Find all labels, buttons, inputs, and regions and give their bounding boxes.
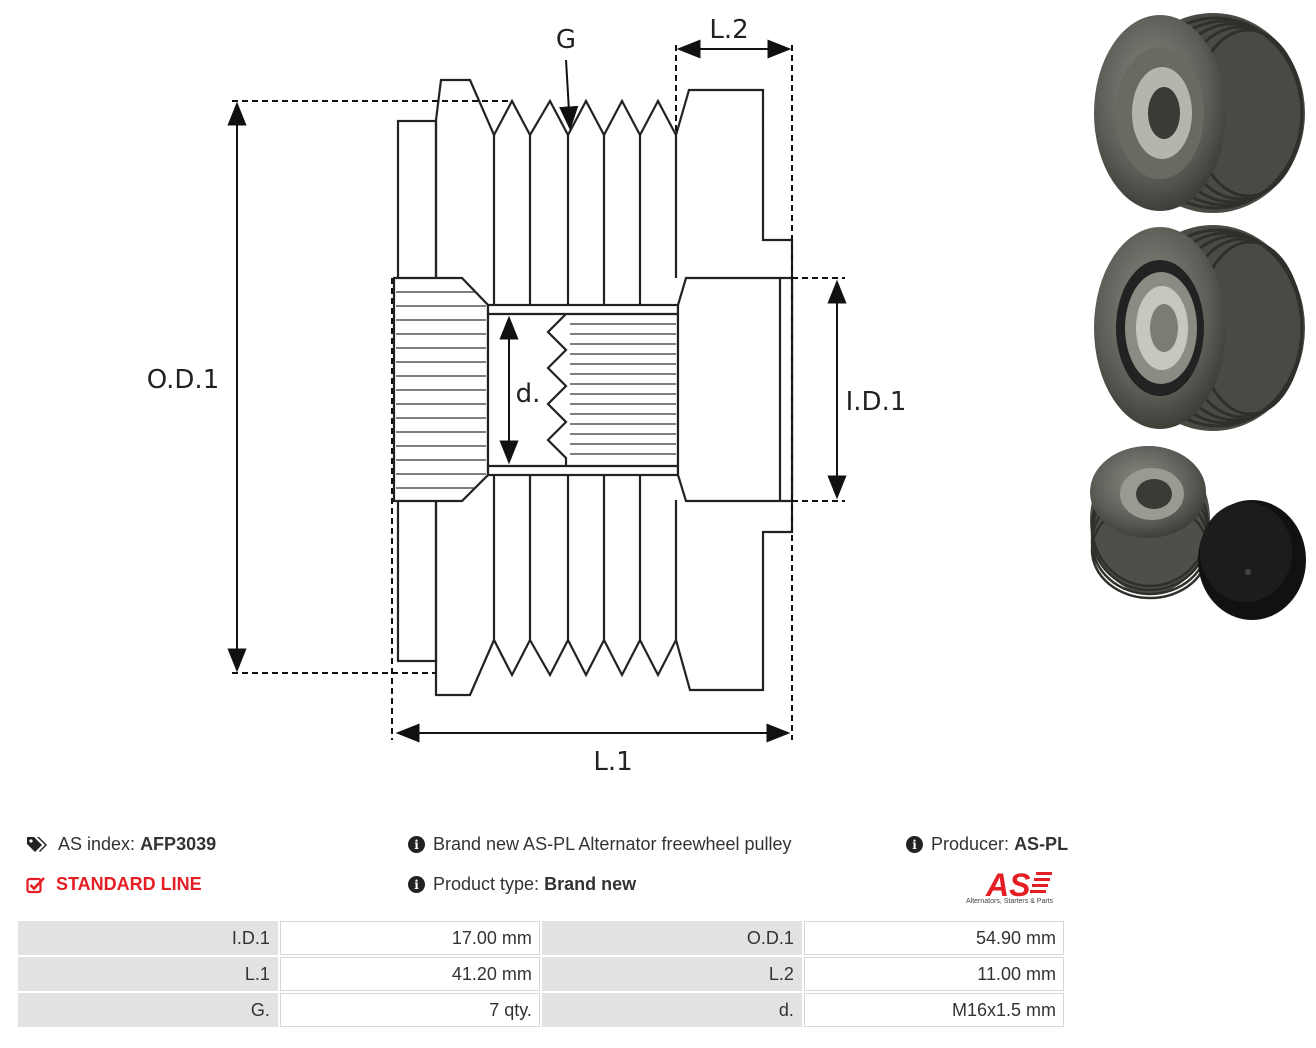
technical-drawing: G L.2 O.D.1 I.D.1 d. L.1	[147, 15, 907, 777]
label-g: G	[556, 25, 576, 55]
extension-lines	[232, 45, 845, 740]
logo-text: AS	[985, 867, 1031, 903]
logo-caption: Alternators, Starters & Parts	[966, 898, 1054, 905]
tags-icon	[27, 836, 47, 852]
specifications-table: I.D.1 17.00 mm O.D.1 54.90 mm L.1 41.20 …	[16, 919, 1067, 1029]
line-row: STANDARD LINE	[26, 874, 202, 895]
spec-value: 11.00 mm	[801, 955, 1067, 993]
pulley-outline	[392, 78, 794, 697]
product-type-label: Product type:	[433, 874, 540, 894]
spec-value: 54.90 mm	[801, 919, 1067, 957]
label-l1: L.1	[593, 747, 632, 777]
producer-row: i Producer: AS-PL	[906, 834, 1068, 855]
spec-label: I.D.1	[16, 919, 280, 957]
label-id1: I.D.1	[846, 387, 907, 417]
label-d: d.	[516, 379, 541, 409]
as-index-value: AFP3039	[140, 834, 217, 854]
dimension-arrows	[227, 39, 847, 743]
spec-label: L.2	[539, 955, 804, 993]
product-type-value: Brand new	[544, 874, 637, 894]
label-l2: L.2	[709, 15, 748, 45]
spec-value: 7 qty.	[277, 991, 542, 1029]
info-icon: i	[906, 836, 923, 853]
product-type-row: i Product type: Brand new	[408, 874, 636, 895]
as-index-label: AS index:	[58, 834, 136, 854]
as-index-row: AS index: AFP3039	[26, 834, 216, 855]
pulley-photo-back	[1094, 225, 1305, 431]
table-row: G. 7 qty. d. M16x1.5 mm	[16, 991, 1067, 1029]
description-row: i Brand new AS-PL Alternator freewheel p…	[408, 834, 792, 855]
standard-line-label: STANDARD LINE	[56, 874, 202, 894]
info-icon: i	[408, 876, 425, 893]
spec-label: O.D.1	[539, 919, 804, 957]
spec-value: 41.20 mm	[277, 955, 542, 993]
spec-value: M16x1.5 mm	[801, 991, 1067, 1029]
pulley-photo-with-cap	[1090, 446, 1306, 620]
checkbox-icon	[26, 876, 45, 893]
label-od1: O.D.1	[147, 365, 220, 395]
spec-value: 17.00 mm	[277, 919, 542, 957]
pulley-photo-front	[1094, 13, 1305, 213]
info-icon: i	[408, 836, 425, 853]
producer-label: Producer:	[931, 834, 1010, 854]
spec-label: L.1	[16, 955, 280, 993]
as-pl-logo: AS	[985, 867, 1052, 903]
producer-value: AS-PL	[1014, 834, 1069, 854]
product-description: Brand new AS-PL Alternator freewheel pul…	[433, 834, 792, 854]
table-row: L.1 41.20 mm L.2 11.00 mm	[16, 955, 1067, 993]
spec-label: d.	[539, 991, 804, 1029]
table-row: I.D.1 17.00 mm O.D.1 54.90 mm	[16, 919, 1067, 957]
spline-hatching	[396, 291, 486, 489]
spec-label: G.	[16, 991, 280, 1029]
thread-hatching	[570, 323, 676, 455]
